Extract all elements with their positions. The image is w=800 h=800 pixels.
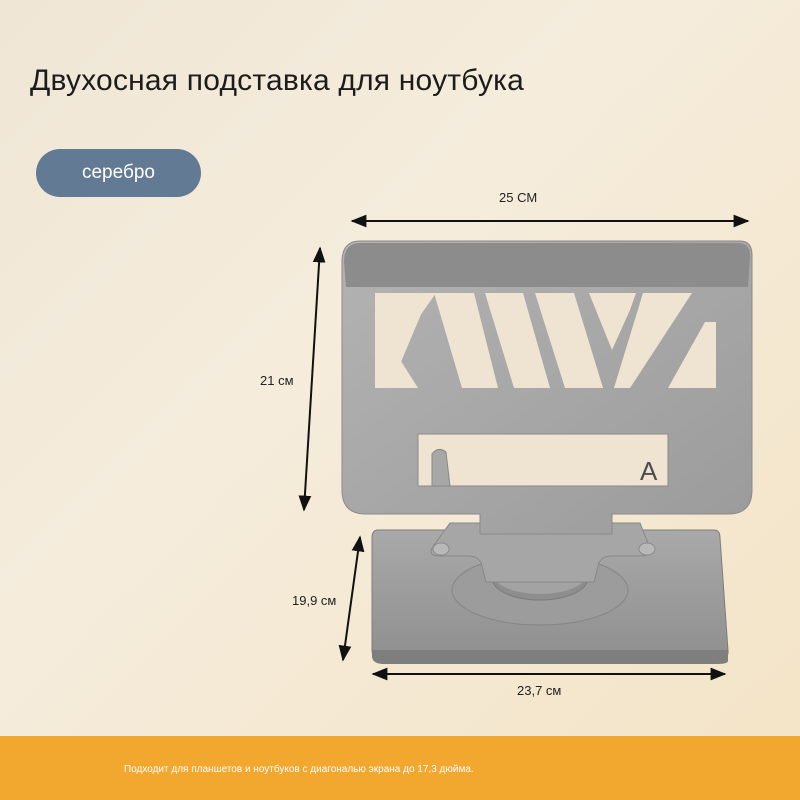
- dimension-arrow-depth: [338, 535, 365, 662]
- panel-letter: A: [640, 456, 658, 486]
- dimension-label-height: 21 см: [260, 373, 294, 388]
- dimension-label-width-base: 23,7 см: [517, 683, 562, 698]
- color-option-badge[interactable]: серебро: [36, 149, 201, 197]
- dimension-label-width-top: 25 СМ: [499, 190, 538, 205]
- dimension-arrow-height: [298, 246, 326, 512]
- footer-compatibility-text: Подходит для планшетов и ноутбуков с диа…: [124, 764, 474, 775]
- footer-banner: [0, 736, 800, 800]
- page-title: Двухосная подставка для ноутбука: [30, 64, 525, 97]
- color-option-label: серебро: [81, 162, 155, 183]
- stand-top-panel: [341, 240, 753, 535]
- stand-base: [371, 522, 729, 664]
- dimension-label-depth: 19,9 см: [292, 593, 337, 608]
